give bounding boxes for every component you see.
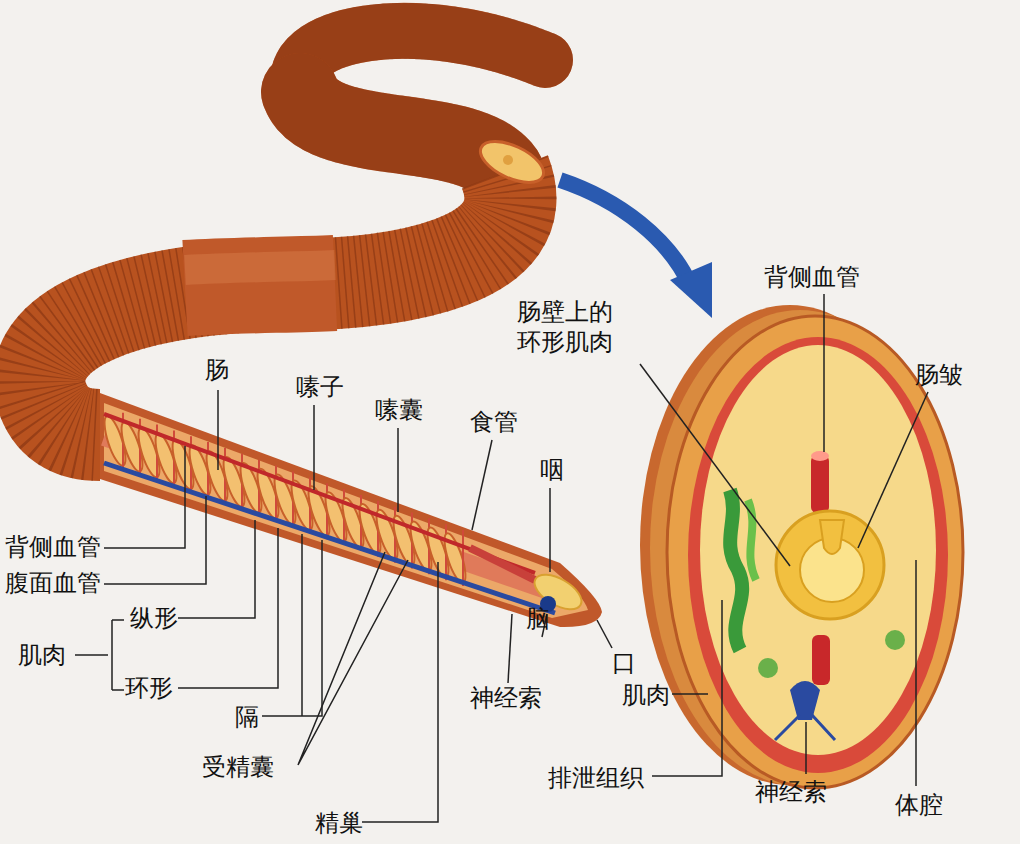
septum bbox=[462, 530, 464, 586]
part-label: 纵形 bbox=[130, 603, 178, 633]
part-label: 隔 bbox=[235, 702, 259, 732]
part-label: 嗉子 bbox=[296, 372, 344, 402]
part-label: 肠 bbox=[205, 355, 229, 385]
part-label: 肌肉 bbox=[18, 640, 66, 670]
part-label: 食管 bbox=[470, 407, 518, 437]
part-label: 受精囊 bbox=[202, 752, 274, 782]
part-label: 背侧血管 bbox=[764, 262, 860, 292]
part-label: 神经索 bbox=[755, 777, 827, 807]
part-label: 精巢 bbox=[315, 808, 363, 838]
part-label: 咽 bbox=[540, 455, 564, 485]
part-label: 背侧血管 bbox=[5, 532, 101, 562]
part-label: 排泄组织 bbox=[548, 763, 644, 793]
part-label: 环形 bbox=[125, 673, 173, 703]
part-label: 肌肉 bbox=[622, 680, 670, 710]
part-label: 肠壁上的 环形肌肉 bbox=[517, 297, 642, 357]
part-label: 嗉囊 bbox=[375, 395, 423, 425]
part-label: 口 bbox=[612, 648, 636, 678]
part-label: 肠皱 bbox=[915, 360, 963, 390]
part-label: 神经索 bbox=[470, 683, 542, 713]
part-label: 体腔 bbox=[895, 790, 943, 820]
part-label: 脑 bbox=[526, 604, 550, 634]
part-label: 腹面血管 bbox=[5, 568, 101, 598]
